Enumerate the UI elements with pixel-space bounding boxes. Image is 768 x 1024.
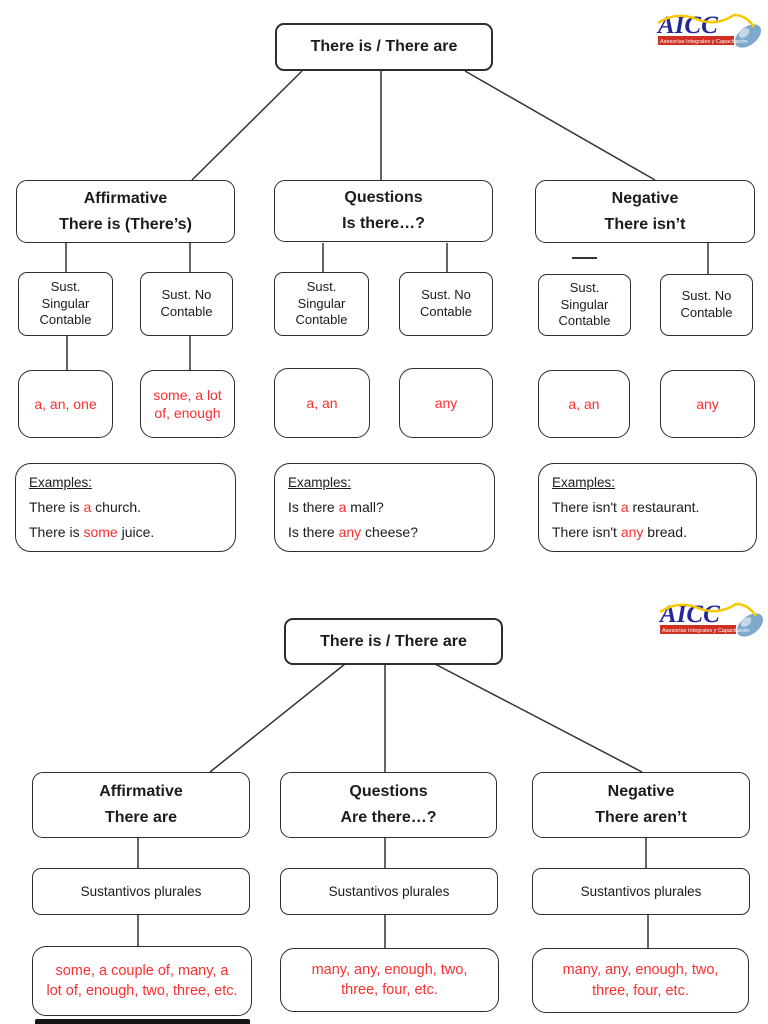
d2-questions-title: Questions [349,783,428,800]
d2-col2-words-box: many, any, enough, two, three, four, etc… [280,948,499,1012]
examples-heading: Examples: [552,475,616,491]
d1-col1-words-singular: a, an, one [18,370,113,438]
d1-col1-noun-uncountable: Sust. No Contable [140,272,233,336]
d1-col1-noun-singular: Sust. Singular Contable [18,272,113,336]
d1-affirmative-box: Affirmative There is (There’s) [16,180,235,243]
d1-negative-title: Negative [611,189,679,207]
d1-questions-subtitle: Is there…? [342,215,425,232]
d2-root-label: There is / There are [320,632,467,650]
logo-tagline: Asesorías Integrales y Capacitación [660,39,748,45]
d1-root-box: There is / There are [275,23,493,71]
examples-heading: Examples: [29,475,93,491]
cropped-bottom-element [35,1019,250,1024]
d2-affirmative-subtitle: There are [104,809,178,826]
d1-col2-noun-singular: Sust. Singular Contable [274,272,369,336]
d1-root-label: There is / There are [310,38,458,55]
d2-questions-box: Questions Are there…? [280,772,497,838]
example-sentence: There is a church. [29,498,142,515]
d1-negative-box: Negative There isn’t [535,180,755,243]
d1-negative-subtitle: There isn’t [604,215,686,233]
d2-negative-subtitle: There aren’t [595,809,687,826]
d2-negative-title: Negative [607,783,675,800]
d2-col1-words-box: some, a couple of, many, a lot of, enoug… [32,946,252,1016]
d1-affirmative-title: Affirmative [83,189,168,207]
d1-col3-noun-singular: Sust. Singular Contable [538,274,631,336]
d1-questions-title: Questions [344,189,423,206]
example-sentence: There isn't a restaurant. [552,498,700,515]
d2-col3-words-box: many, any, enough, two, three, four, etc… [532,948,749,1013]
example-sentence: Is there a mall? [288,498,384,515]
d1-col3-words-uncountable: any [660,370,755,438]
logo-swoosh [657,13,756,28]
d1-affirmative-subtitle: There is (There’s) [59,215,192,233]
logo-swoosh [659,602,758,617]
d2-col2-noun-box: Sustantivos plurales [280,868,498,915]
d1-col3-words-singular: a, an [538,370,630,438]
d1-questions-box: Questions Is there…? [274,180,493,242]
d2-col1-noun-box: Sustantivos plurales [32,868,250,915]
d1-col1-words-uncountable: some, a lot of, enough [140,370,235,438]
d2-negative-box: Negative There aren’t [532,772,750,838]
d2-questions-subtitle: Are there…? [340,809,437,826]
example-sentence: There isn't any bread. [552,523,687,540]
d2-root-box: There is / There are [284,618,503,665]
d1-col3-examples-box: Examples: There isn't a restaurant. Ther… [538,463,757,552]
d1-col2-noun-uncountable: Sust. No Contable [399,272,493,336]
example-sentence: Is there any cheese? [288,523,418,540]
aicc-logo: AICC Asesorías Integrales y Capacitación [656,12,762,48]
d2-col3-noun-box: Sustantivos plurales [532,868,750,915]
logo-tagline: Asesorías Integrales y Capacitación [662,628,750,634]
d1-col3-noun-uncountable: Sust. No Contable [660,274,753,336]
d1-col2-words-uncountable: any [399,368,493,438]
d1-col2-examples-box: Examples: Is there a mall? Is there any … [274,463,495,552]
d1-col1-examples-box: Examples: There is a church. There is so… [15,463,236,552]
d2-affirmative-title: Affirmative [99,783,183,800]
aicc-logo: AICC Asesorías Integrales y Capacitación [658,601,764,637]
examples-heading: Examples: [288,475,352,491]
d2-affirmative-box: Affirmative There are [32,772,250,838]
d1-col2-words-singular: a, an [274,368,370,438]
example-sentence: There is some juice. [29,523,155,540]
